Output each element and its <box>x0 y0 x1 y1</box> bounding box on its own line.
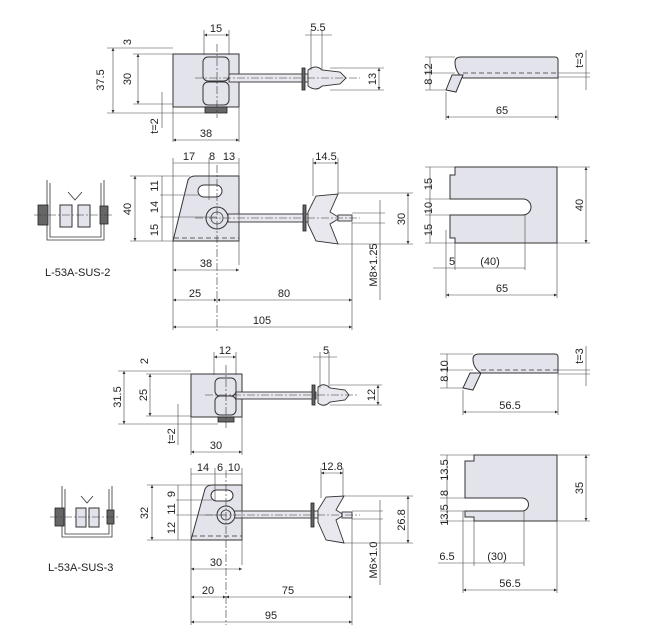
dim-roller-width: 12 <box>219 345 231 357</box>
dim-offset: 5 <box>449 256 455 268</box>
dim-bolt-length: 80 <box>278 288 290 300</box>
dim-to-center: 20 <box>202 585 214 597</box>
dim-v3: 15 <box>149 224 161 236</box>
dim-bolt-length: 75 <box>282 585 294 597</box>
dim-roller-width: 15 <box>210 23 222 35</box>
dim-washer: 5 <box>323 345 329 357</box>
side-view <box>190 365 358 428</box>
dim-width: 38 <box>200 258 212 270</box>
dim-plate-thickness: t=3 <box>574 348 586 364</box>
plate-front-view: 13.5 8 13.5 35 6.5 (30) 56.5 <box>438 454 590 593</box>
model-label: L-53A-SUS-3 <box>48 562 113 574</box>
dim-wing-width: 14.5 <box>315 151 336 163</box>
dim-slot: (30) <box>487 551 507 563</box>
dim-width: 30 <box>210 440 222 452</box>
dim-height-total: 37.5 <box>95 69 107 90</box>
dim-plate-length: 65 <box>496 105 508 117</box>
plate-side-view: 8 12 t=3 65 <box>423 50 590 120</box>
dim-top-gap: 2 <box>139 358 151 364</box>
dim-width: 38 <box>200 128 212 140</box>
dim-wing-span: 26.8 <box>396 509 408 530</box>
dim-overall: 105 <box>253 315 271 327</box>
dim-plate-height: 35 <box>574 482 586 494</box>
dim-height: 32 <box>139 507 151 519</box>
dim-thread: M8×1.25 <box>368 243 380 286</box>
dim-overall: 95 <box>265 610 277 622</box>
dim-v3: 12 <box>166 522 178 534</box>
side-view-dimensions: 31.5 25 2 t=2 30 12 5 12 <box>112 345 382 455</box>
model-label: L-53A-SUS-2 <box>45 267 110 279</box>
dim-width: 30 <box>210 557 222 569</box>
front-view <box>172 165 360 332</box>
dim-height: 40 <box>122 203 134 215</box>
dim-wing-span: 30 <box>396 213 408 225</box>
dim-d1: 14 <box>197 462 209 474</box>
dim-v3: 13.5 <box>439 504 451 525</box>
dim-v2: 10 <box>423 202 435 214</box>
dim-plate-length: 65 <box>496 283 508 295</box>
thumbnail-icon <box>50 486 120 538</box>
side-view <box>172 44 360 118</box>
thumbnail-icon <box>34 180 112 241</box>
front-view-dimensions: 17 8 13 14.5 40 11 14 15 30 M8×1.25 38 2… <box>122 151 413 330</box>
dim-height: 30 <box>122 73 134 85</box>
model-l53a-sus-3: L-53A-SUS-3 31.5 25 2 t=2 30 12 5 12 <box>48 345 590 625</box>
dim-top-gap: 3 <box>122 39 134 45</box>
dim-v1: 11 <box>149 180 161 191</box>
dim-thickness: t=2 <box>166 428 178 444</box>
dim-v2: 14 <box>149 201 161 213</box>
dim-d2: 8 <box>209 151 215 163</box>
dim-offset: 6.5 <box>439 551 454 563</box>
dim-plate-length: 56.5 <box>499 400 520 412</box>
dim-height-total: 31.5 <box>112 386 124 407</box>
dim-d3: 10 <box>228 462 240 474</box>
dim-v3: 15 <box>423 224 435 236</box>
dim-wing-width: 12.8 <box>321 461 342 473</box>
dim-v1: 13.5 <box>439 459 451 480</box>
dim-plate-side: 8 10 <box>439 360 451 381</box>
front-view <box>190 470 360 625</box>
dim-v2: 11 <box>166 503 178 514</box>
side-view-dimensions: 37.5 30 3 t=2 38 15 5.5 13 <box>95 22 384 142</box>
dim-d2: 6 <box>217 462 223 474</box>
dim-plate-thickness: t=3 <box>574 52 586 68</box>
dim-thread: M6×1.0 <box>368 542 380 579</box>
dim-slot: (40) <box>480 256 500 268</box>
dim-v2: 8 <box>439 490 451 496</box>
dim-v1: 9 <box>166 491 178 497</box>
dim-plate-height: 40 <box>574 199 586 211</box>
dim-v1: 15 <box>423 178 435 190</box>
model-l53a-sus-2: L-53A-SUS-2 37.5 30 3 t=2 38 15 5.5 13 <box>34 22 590 332</box>
dim-nut-height: 12 <box>366 389 378 401</box>
dim-height: 25 <box>138 389 150 401</box>
dim-d1: 17 <box>183 151 195 163</box>
dim-to-center: 25 <box>189 288 201 300</box>
dim-plate-length: 56.5 <box>499 578 520 590</box>
front-view-dimensions: 14 6 10 12.8 32 9 11 12 26.8 M6×1.0 30 2… <box>139 461 413 625</box>
plate-side-view: 8 10 t=3 56.5 <box>439 346 590 415</box>
plate-front-view: 15 10 15 40 5 (40) 65 <box>423 166 590 298</box>
dim-thickness: t=2 <box>149 118 161 134</box>
dim-washer: 5.5 <box>310 22 325 34</box>
dim-nut-height: 13 <box>367 73 379 85</box>
dim-d3: 13 <box>223 151 235 163</box>
dim-plate-side: 8 12 <box>423 63 435 84</box>
